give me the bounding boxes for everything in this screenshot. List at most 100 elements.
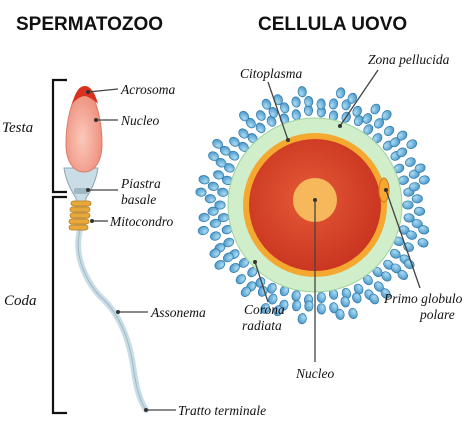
label-zona-pellucida: Zona pellucida [368, 52, 450, 67]
corona-cell [335, 308, 345, 320]
label-cytoplasm: Citoplasma [240, 66, 303, 81]
tail-bracket [51, 195, 67, 415]
corona-cell [369, 293, 379, 305]
label-corona-2: radiata [242, 318, 282, 333]
corona-cell [267, 282, 277, 294]
label-egg-nucleus: Nucleo [295, 366, 334, 381]
corona-cell [406, 230, 417, 240]
corona-cell [297, 313, 307, 325]
corona-radiata [195, 86, 430, 325]
label-acrosome: Acrosoma [120, 82, 175, 97]
egg-illustration [195, 86, 430, 325]
corona-cell [209, 231, 221, 241]
corona-cell [381, 110, 392, 121]
corona-cell [304, 300, 314, 312]
label-basal-plate-1: Piastra [120, 176, 161, 191]
corona-cell [348, 308, 358, 319]
corona-cell [212, 138, 223, 149]
label-end-piece: Tratto terminale [178, 403, 266, 418]
corona-cell [396, 130, 408, 141]
corona-cell [352, 105, 362, 117]
corona-cell [362, 113, 373, 124]
corona-cell [209, 248, 221, 258]
corona-cell [396, 147, 408, 158]
corona-cell [335, 87, 346, 99]
corona-cell [198, 175, 210, 185]
corona-cell [316, 303, 326, 315]
corona-cell [414, 163, 426, 173]
corona-cell [195, 187, 207, 197]
corona-cell [291, 96, 301, 108]
corona-cell [268, 107, 279, 118]
corona-cell [304, 95, 314, 108]
corona-cell [352, 292, 362, 304]
egg-leaders [253, 69, 421, 362]
corona-cell [408, 182, 421, 192]
corona-cell [217, 187, 229, 197]
label-polar-body-2: polare [419, 307, 455, 322]
corona-cell [207, 181, 219, 191]
sperm-leaders [86, 88, 176, 412]
corona-cell [403, 259, 415, 270]
corona-cell [229, 136, 240, 147]
corona-cell [406, 139, 418, 150]
corona-cell [397, 270, 408, 280]
corona-cell [235, 274, 246, 285]
corona-cell [411, 219, 423, 229]
corona-cell [297, 86, 307, 98]
corona-cell [207, 206, 219, 216]
label-basal-plate-2: basale [121, 192, 156, 207]
egg-title: CELLULA UOVO [258, 14, 407, 35]
sperm-title: SPERMATOZOO [16, 14, 163, 35]
corona-cell [256, 110, 266, 121]
corona-cell [418, 175, 430, 185]
corona-cell [267, 293, 278, 305]
corona-cell [347, 92, 357, 104]
corona-cell [214, 200, 226, 210]
corona-cell [411, 194, 423, 204]
corona-cell [353, 283, 364, 295]
label-corona-1: Corona [244, 302, 285, 317]
corona-cell [213, 170, 225, 180]
corona-cell [292, 300, 302, 312]
corona-cell [229, 263, 240, 273]
corona-cell [208, 151, 219, 161]
corona-cell [328, 98, 339, 110]
corona-cell [255, 122, 266, 134]
corona-cell [204, 194, 216, 204]
corona-cell [389, 248, 401, 259]
label-tail-section: Coda [4, 293, 37, 309]
corona-cell [380, 288, 391, 299]
label-axoneme: Assonema [150, 305, 206, 320]
corona-cell [316, 98, 326, 110]
corona-cell [197, 225, 209, 236]
corona-cell [374, 118, 384, 129]
corona-cell [405, 157, 416, 167]
corona-cell [198, 212, 210, 223]
label-mitochondrion: Mitocondro [109, 214, 173, 229]
corona-cell [266, 115, 277, 127]
corona-cell [353, 115, 364, 127]
corona-cell [340, 296, 350, 308]
corona-cell [329, 302, 339, 314]
corona-cell [413, 206, 426, 216]
corona-cell [238, 128, 249, 139]
basal-plate [74, 188, 88, 194]
corona-cell [381, 271, 392, 282]
corona-cell [239, 110, 250, 122]
head-bracket [51, 78, 67, 194]
corona-cell [370, 103, 381, 115]
corona-cell [214, 259, 226, 270]
corona-cell [417, 238, 429, 248]
corona-cell [291, 290, 301, 302]
corona-cell [316, 291, 326, 304]
corona-cell [215, 157, 227, 168]
corona-cell [418, 225, 430, 235]
acrosome [72, 86, 98, 104]
corona-cell [240, 286, 251, 297]
corona-cell [209, 218, 221, 228]
corona-cell [403, 213, 415, 223]
label-polar-body-1: Primo globulo [383, 291, 463, 306]
label-head-section: Testa [2, 120, 33, 136]
